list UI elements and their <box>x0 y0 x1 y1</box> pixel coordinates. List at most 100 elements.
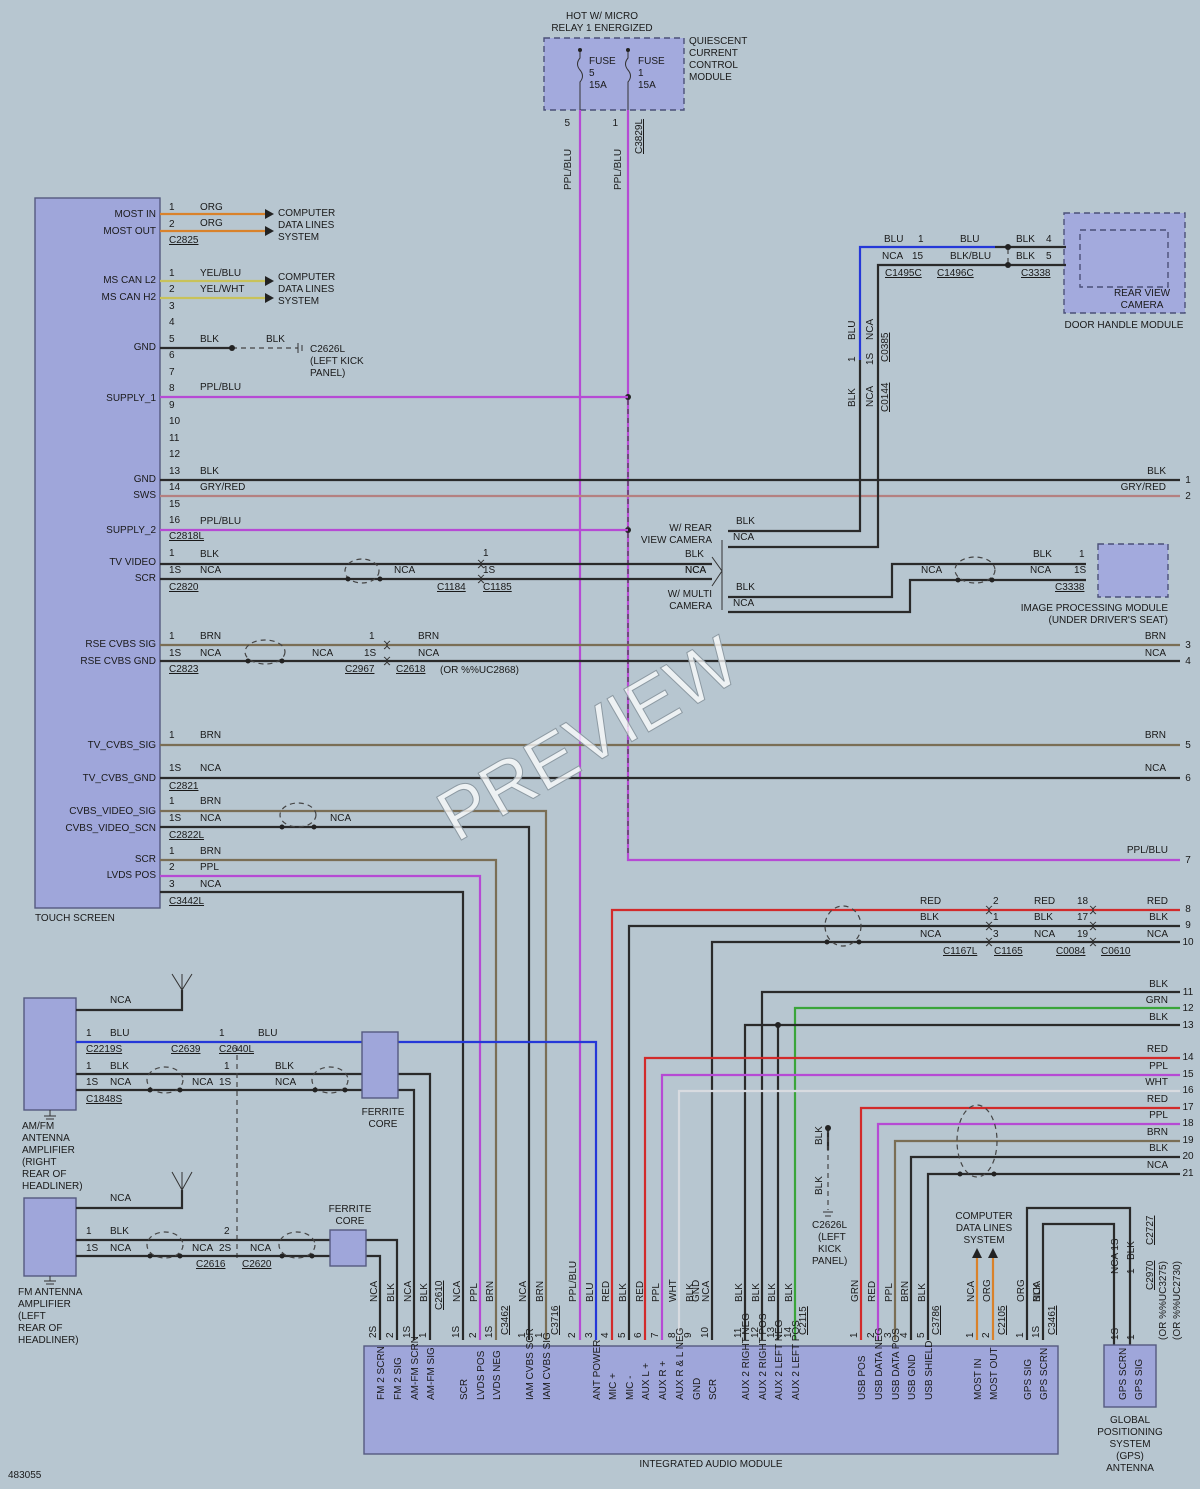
am-fm-amplifier <box>23 997 77 1111</box>
ts-pin: 1 <box>169 548 175 559</box>
ts-pin: 5 <box>169 334 175 345</box>
iam-pin-label: USB GND <box>907 1354 918 1400</box>
preview-watermark: PREVIEW <box>424 622 752 857</box>
iam-pin-label: MIC - <box>625 1376 636 1400</box>
wire-rear-cam-blk <box>728 360 862 533</box>
ts-wire-label: PPL/BLU <box>200 516 241 527</box>
ts-connector: C3442L <box>169 896 204 907</box>
ts-pin: 9 <box>169 400 175 411</box>
fm-pin: 2S <box>219 1243 232 1254</box>
shield-am-fm-1 <box>146 1066 184 1094</box>
connector-c2115: C2115 <box>798 1306 809 1335</box>
cam-wire-label: BLK <box>736 582 755 593</box>
right-number: 20 <box>1182 1151 1194 1162</box>
right-wire-label: BRN <box>1145 730 1166 741</box>
ts-pin: 13 <box>169 466 181 477</box>
shield-cvbs-drain-2 <box>311 824 317 830</box>
wire-lvds-pos <box>160 874 482 1340</box>
connector-c2219s: C2219S <box>86 1044 122 1055</box>
wire-rear-cam-nca <box>728 360 880 549</box>
iam-pin-number: 1S <box>451 1325 462 1338</box>
tv-inline-pin: 1 <box>483 548 489 559</box>
shield-am-fm-2 <box>311 1066 349 1094</box>
shield-tv <box>344 558 380 584</box>
iam-pin-label: AM-FM SIG <box>426 1347 437 1400</box>
wire-multi-nca <box>728 578 1086 614</box>
am-fm-wire: BLK <box>110 1061 129 1072</box>
right-number: 11 <box>1183 987 1194 998</box>
ts-signal: TV_CVBS_SIG <box>88 740 157 751</box>
connector-c3338: C3338 <box>1021 268 1051 279</box>
ipm-title-1: IMAGE PROCESSING MODULE <box>1021 603 1169 614</box>
vert-wire-nca: NCA <box>865 319 876 340</box>
connector-c2967: C2967 <box>345 664 375 675</box>
iam-wire-label: BRN <box>535 1281 546 1302</box>
iam-wire-label: PPL <box>469 1283 480 1302</box>
vert-pin-1s: 1S <box>865 352 876 365</box>
ferrite-fm-2: CORE <box>336 1216 365 1227</box>
rse-right-brn: BRN <box>418 631 439 642</box>
wire-rear-cam-nca-up <box>876 263 995 360</box>
fm-wire: NCA <box>192 1243 213 1254</box>
touch-screen-signals: MOST IN MOST OUT MS CAN L2 MS CAN H2 GND… <box>65 209 156 881</box>
connector-c2618: C2618 <box>396 664 426 675</box>
gps-pin-label-sig: GPS SIG <box>1134 1359 1145 1400</box>
iam-pin-number: 1S <box>1031 1325 1042 1338</box>
mic-ground-icon <box>823 1211 833 1217</box>
fuse-symbols <box>577 50 631 110</box>
iam-pin-label: LVDS NEG <box>492 1350 503 1400</box>
ur-wire: BLK <box>1034 912 1053 923</box>
ts-signal: SWS <box>133 490 156 501</box>
fm-name: (LEFT <box>18 1311 46 1322</box>
ts-signal: MOST IN <box>115 209 156 220</box>
rse-inline-pin-s: 1S <box>364 648 377 659</box>
wire-am-fm-sig <box>76 1072 432 1340</box>
am-fm-wire: NCA <box>275 1077 296 1088</box>
fm-amplifier <box>23 1197 77 1277</box>
fuse1-node <box>626 48 630 52</box>
right-wire-label: PPL <box>1149 1061 1168 1072</box>
fm-name: REAR OF <box>18 1323 62 1334</box>
ts-signal: CVBS_VIDEO_SCN <box>65 823 156 834</box>
iam-wire-label: BLK <box>751 1283 762 1302</box>
am-fm-drain-2 <box>177 1087 183 1093</box>
shield-ur-drain <box>824 939 830 945</box>
am-fm-drain-3 <box>312 1087 318 1093</box>
gnd-conn-line1: C2626L <box>310 344 345 355</box>
arrow-most-in-iam <box>972 1248 982 1258</box>
iam-pin-label: SCR <box>708 1379 719 1400</box>
right-wire-label: GRY/RED <box>1121 482 1166 493</box>
am-fm-wire: BLU <box>110 1028 129 1039</box>
shield-upper-right <box>824 905 862 947</box>
ts-wire-label: NCA <box>312 648 333 659</box>
iam-wire-label: BLK <box>618 1283 629 1302</box>
iam-pin-label: AUX 2 LEFT POS <box>791 1320 802 1400</box>
connector-c1184-symbol <box>477 559 485 584</box>
fm-name: AMPLIFIER <box>18 1299 71 1310</box>
wire-aux-wht <box>677 1089 1180 1340</box>
iam-pin-number: 3 <box>883 1332 894 1338</box>
iam-pin-number: 8 <box>667 1332 678 1338</box>
iam-wire-label: GND <box>691 1280 702 1302</box>
iam-wire-label: WHT <box>668 1279 679 1302</box>
ipm-title-2: (UNDER DRIVER'S SEAT) <box>1048 615 1168 626</box>
figure-id: 483055 <box>8 1470 42 1481</box>
vert-wire-nca-2: NCA <box>865 386 876 407</box>
ts-pin: 1 <box>169 631 175 642</box>
iam-pin-number: 13 <box>766 1326 777 1338</box>
gps-wire-blk: BLK <box>1126 1241 1137 1260</box>
ts-pin: 16 <box>169 515 181 526</box>
iam-pin-label: MIC + <box>608 1373 619 1400</box>
rear-view-camera <box>1079 229 1169 288</box>
gnd-conn-line3: PANEL) <box>310 368 345 379</box>
am-fm-name: AM/FM <box>22 1121 54 1132</box>
dhm-wire-blu-2: BLU <box>960 234 979 245</box>
fm-wire: NCA <box>110 1193 131 1204</box>
cdl-bottom-1: COMPUTER <box>955 1211 1012 1222</box>
right-wire-label: GRN <box>1146 995 1168 1006</box>
dhm-splice-bottom <box>1005 262 1011 268</box>
arrow-most-in <box>265 209 274 219</box>
iam-pin-number: 2 <box>385 1332 396 1338</box>
right-number: 4 <box>1185 656 1191 667</box>
iam-pin-label: FM 2 SCRN <box>376 1346 387 1400</box>
